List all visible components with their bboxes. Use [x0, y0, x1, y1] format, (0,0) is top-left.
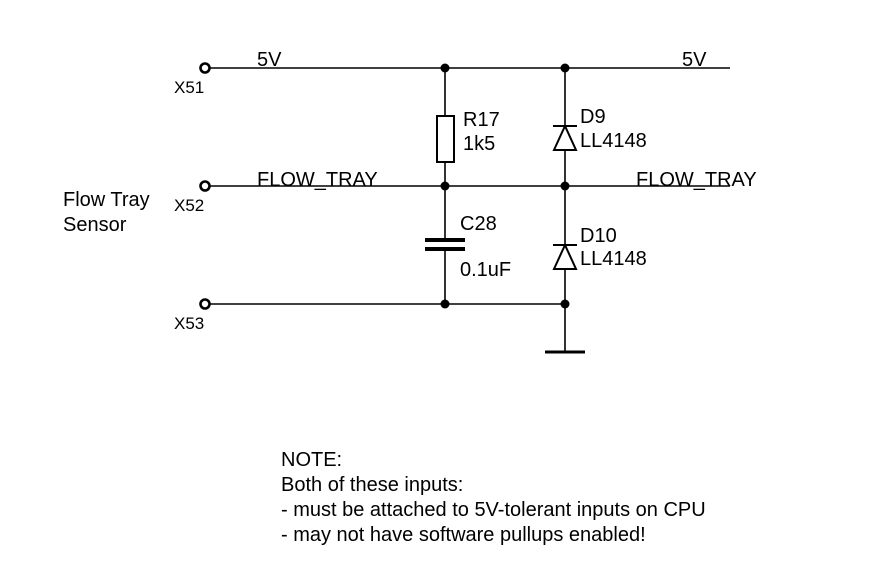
junction-dot — [440, 63, 450, 73]
c28-ref: C28 — [460, 213, 497, 235]
d10-value: LL4148 — [580, 248, 647, 270]
net-label-5v-right: 5V — [682, 49, 707, 71]
junction-dot — [560, 63, 570, 73]
connector-label-line2: Sensor — [63, 214, 127, 236]
d9-diode-symbol — [552, 123, 578, 151]
r17-resistor-symbol — [436, 115, 455, 163]
d10-ref: D10 — [580, 225, 617, 247]
d10-diode-symbol — [552, 242, 578, 270]
net-label-flow-tray-right: FLOW_TRAY — [636, 169, 757, 191]
note-heading: NOTE: — [281, 449, 343, 471]
design-note: NOTE: Both of these inputs: - must be at… — [281, 448, 706, 548]
net-label-flow-tray-left: FLOW_TRAY — [257, 169, 378, 191]
r17-value: 1k5 — [463, 133, 495, 155]
c28-value: 0.1uF — [460, 259, 511, 281]
terminal-x52 — [199, 180, 211, 192]
terminal-x53 — [199, 298, 211, 310]
terminal-label-x51: X51 — [174, 78, 204, 97]
junction-dot — [560, 181, 570, 191]
terminal-x51 — [199, 62, 211, 74]
junction-dot — [440, 181, 450, 191]
junction-dot — [560, 299, 570, 309]
connector-label-line1: Flow Tray — [63, 189, 150, 211]
terminal-label-x53: X53 — [174, 314, 204, 333]
note-line: - may not have software pullups enabled! — [281, 524, 646, 546]
note-line: Both of these inputs: — [281, 474, 464, 496]
r17-ref: R17 — [463, 109, 500, 131]
d9-value: LL4148 — [580, 130, 647, 152]
net-label-5v-left: 5V — [257, 49, 282, 71]
d9-ref: D9 — [580, 106, 606, 128]
junction-dot — [440, 299, 450, 309]
note-line: - must be attached to 5V-tolerant inputs… — [281, 499, 706, 521]
terminal-label-x52: X52 — [174, 196, 204, 215]
